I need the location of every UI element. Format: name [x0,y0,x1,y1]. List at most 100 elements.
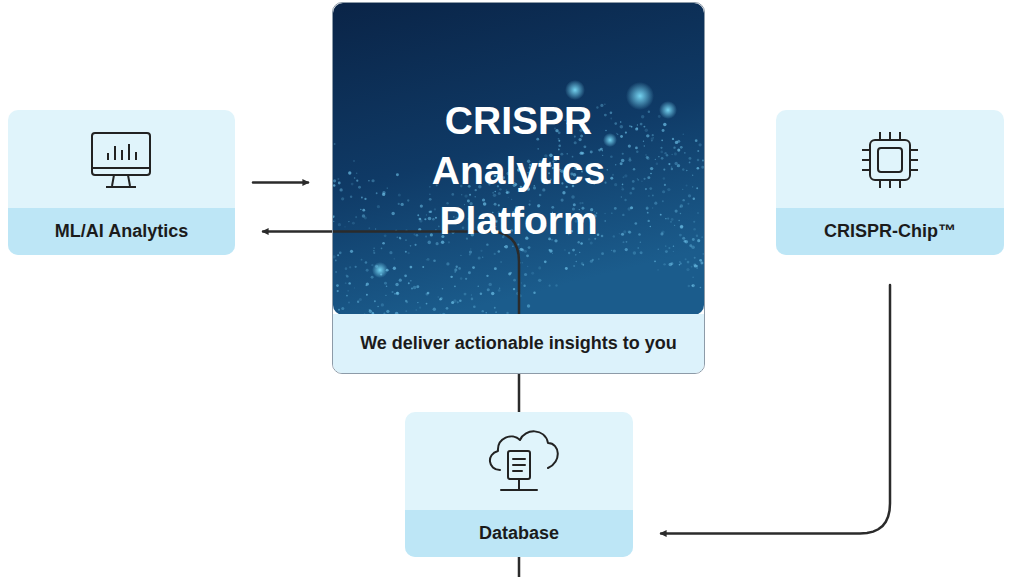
particle-dot [451,193,454,196]
particle-dot [637,247,638,248]
monitor-icon [92,133,150,187]
particle-dot [615,164,616,165]
particle-dot [354,287,355,288]
particle-dot [646,207,649,210]
particle-dot [348,282,350,284]
particle-dot [633,168,635,170]
particle-dot [333,179,336,182]
bokeh-light [565,80,585,100]
particle-dot [353,160,354,161]
particle-dot [335,260,337,262]
particle-dot [624,174,627,177]
particle-dot [601,235,604,238]
particle-dot [338,182,341,185]
particle-dot [469,194,471,196]
particle-dot [620,162,623,165]
particle-dot [558,144,561,147]
particle-dot [348,171,351,174]
particle-dot [610,155,613,158]
particle-dot [371,276,374,279]
particle-dot [440,297,443,300]
particle-dot [344,226,345,227]
particle-dot [377,205,380,208]
particle-dot [538,266,541,269]
particle-dot [629,125,631,127]
particle-dot [697,167,700,170]
particle-dot [494,253,496,255]
particle-dot [349,266,351,268]
particle-dot [457,301,459,303]
particle-dot [605,130,606,131]
particle-dot [623,176,625,178]
particle-dot [381,247,383,249]
particle-dot [382,193,385,196]
particle-dot [650,173,652,175]
particle-dot [333,184,335,186]
particle-dot [701,166,704,169]
particle-dot [356,172,358,174]
particle-dot [454,271,455,272]
particle-dot [620,125,624,129]
particle-dot [685,258,687,260]
particle-dot [410,280,411,281]
particle-dot [667,218,669,220]
particle-dot [680,204,683,207]
particle-dot [417,302,418,303]
particle-dot [610,118,612,120]
particle-dot [575,254,577,256]
particle-dot [645,154,647,156]
particle-dot [348,301,350,303]
particle-dot [417,214,419,216]
particle-dot [664,152,666,154]
particle-dot [677,140,680,143]
particle-dot [649,187,652,190]
particle-dot [491,292,494,295]
particle-dot [692,175,693,176]
particle-dot [364,198,366,200]
particle-dot [692,186,693,187]
particle-dot [654,202,657,205]
particle-dot [643,141,644,142]
particle-dot [427,292,430,295]
particle-dot [667,188,670,191]
particle-dot [697,150,699,152]
particle-dot [346,275,348,277]
particle-dot [384,234,387,237]
particle-dot [657,248,658,249]
particle-dot [640,123,643,126]
particle-dot [663,169,665,171]
bokeh-light [659,101,677,119]
particle-dot [384,282,387,285]
particle-dot [688,194,691,197]
particle-dot [424,218,426,220]
particle-dot [458,267,461,270]
particle-dot [643,126,645,128]
particle-dot [678,220,679,221]
particle-dot [590,260,593,263]
particle-dot [696,187,698,189]
particle-dot [691,245,695,249]
particle-dot [673,146,675,148]
particle-dot [478,285,479,286]
particle-dot [651,140,652,141]
particle-dot [625,131,627,133]
particle-dot [573,265,575,267]
particle-dot [465,278,467,280]
particle-dot [673,245,674,246]
particle-dot [498,250,501,253]
particle-dot [446,307,449,310]
flow-arrow [253,181,308,184]
particle-dot [652,134,654,136]
particle-dot [661,157,664,160]
particle-dot [689,157,692,160]
particle-dot [538,279,541,282]
particle-dot [629,192,632,195]
particle-dot [621,233,624,236]
particle-dot [697,212,699,214]
particle-dot [429,193,430,194]
particle-dot [531,272,534,275]
particle-dot [492,192,494,194]
particle-dot [413,286,417,290]
particle-dot [482,257,483,258]
particle-dot [386,285,388,287]
